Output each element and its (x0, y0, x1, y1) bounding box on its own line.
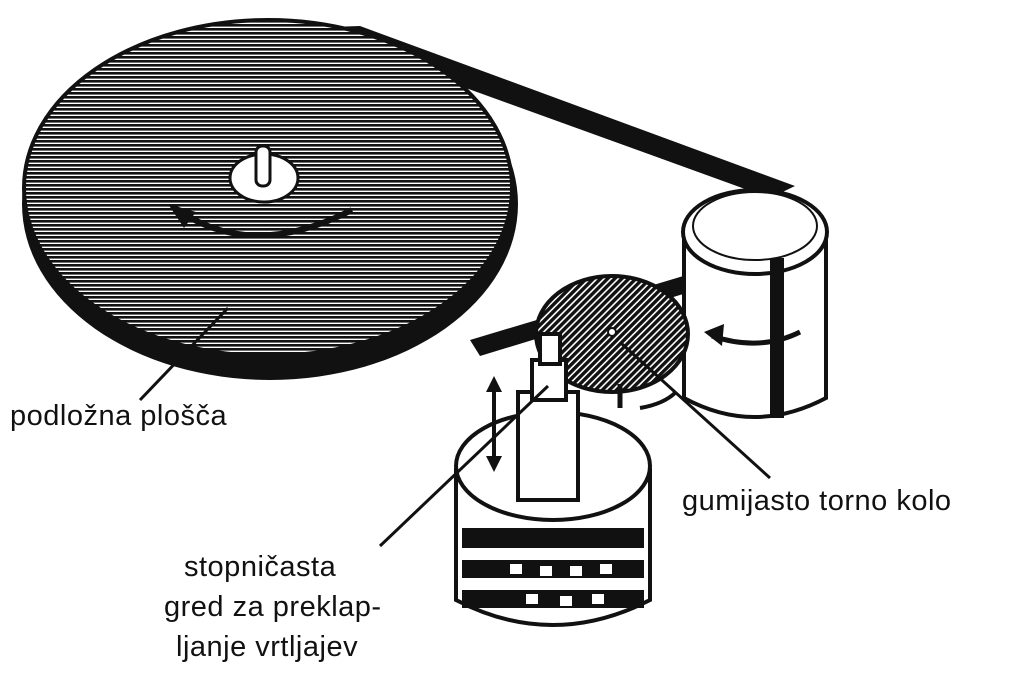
speed-step-rings (462, 528, 644, 608)
stepped-speed-shaft (454, 332, 652, 627)
arrow-head-icon (168, 204, 196, 228)
label-stepped-shaft-line3: ljanje vrtljajev (176, 631, 358, 663)
label-turntable: podložna plošča (10, 400, 227, 432)
leader-lines (138, 306, 772, 548)
center-spindle-pin (254, 144, 272, 188)
arrow-head-icon (704, 324, 724, 346)
platter-rotation-arrow (173, 205, 354, 239)
arrow-up-icon (486, 376, 502, 392)
turntable-platter (22, 18, 518, 380)
label-stepped-shaft-line2: gred za preklap- (164, 591, 382, 623)
label-stepped-shaft-line1: stopničasta (184, 551, 337, 583)
arrow-down-icon (486, 456, 502, 472)
label-idler-wheel: gumijasto torno kolo (682, 485, 952, 517)
idler-rotation-arrow (639, 390, 678, 410)
motor-pulley (681, 188, 829, 419)
rubber-idler-wheel (534, 274, 690, 410)
